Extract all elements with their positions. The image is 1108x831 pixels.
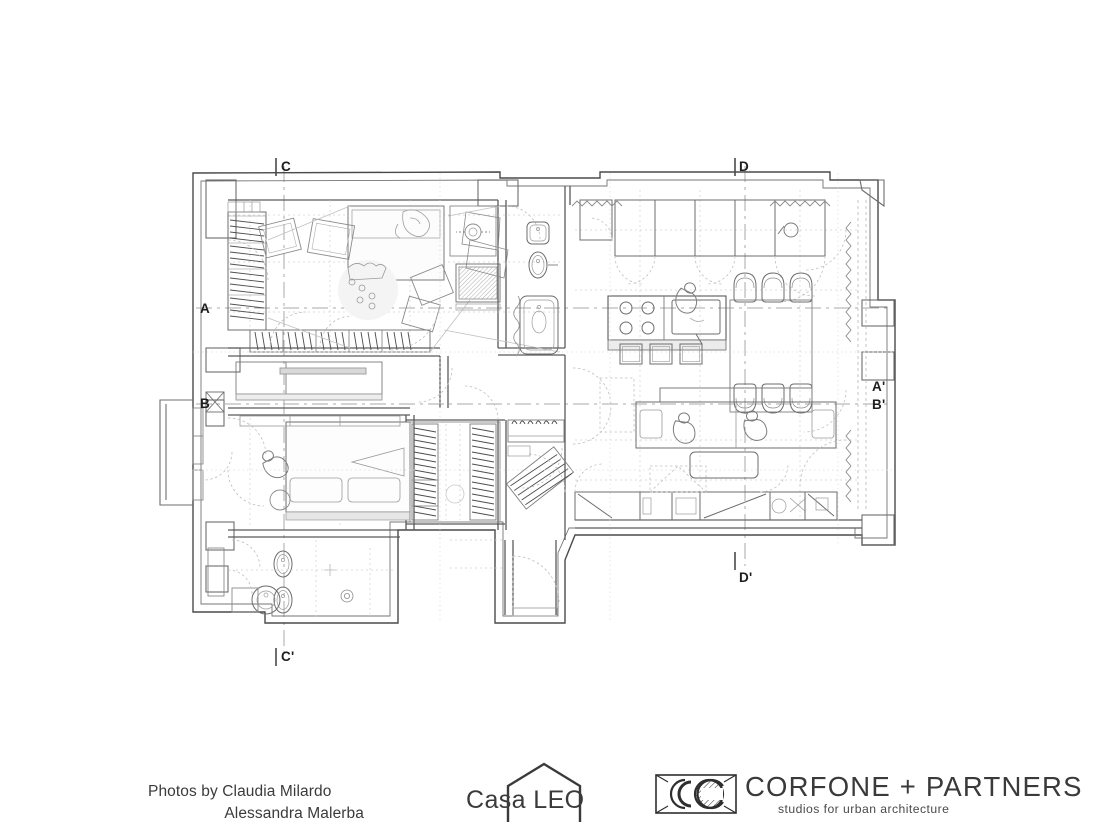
curtain-zigzag-right bbox=[769, 200, 831, 207]
window-mullions-east bbox=[857, 200, 867, 512]
closet-rail-left bbox=[411, 423, 439, 521]
shower-curtain bbox=[513, 295, 521, 357]
living-room bbox=[635, 387, 837, 479]
section-marker-c: C bbox=[281, 159, 291, 174]
toilet-icon-2 bbox=[273, 550, 293, 578]
corfone-partners-logo: CORFONE + PARTNERS studios for urban arc… bbox=[655, 771, 1081, 819]
cooktop-four-burner bbox=[619, 301, 655, 335]
vanity-unit bbox=[231, 587, 259, 613]
sofa-icon bbox=[635, 401, 837, 449]
washbasin-round bbox=[251, 585, 281, 615]
section-marker-b-prime: B' bbox=[872, 397, 886, 412]
round-stool bbox=[269, 489, 291, 511]
coat-rack-zone bbox=[505, 419, 575, 510]
floor-lamp-icon bbox=[777, 222, 799, 238]
wardrobe-lower bbox=[249, 329, 431, 353]
casa-leo-wordmark: Casa LEO bbox=[466, 786, 585, 814]
corfone-partners-tagline: studios for urban architecture bbox=[778, 802, 950, 816]
casa-leo-logo: Casa LEO bbox=[466, 762, 598, 824]
corridor-cabinets bbox=[235, 361, 383, 401]
section-marker-d: D bbox=[739, 159, 749, 174]
washbasin-icon bbox=[526, 221, 550, 245]
room-bathroom-main bbox=[505, 205, 559, 357]
person-at-island bbox=[670, 279, 705, 317]
person-seated-right bbox=[741, 409, 769, 443]
ceiling-lamp-icon bbox=[456, 223, 490, 241]
chair-tilted-4 bbox=[401, 295, 441, 333]
chair-tilted-1 bbox=[258, 217, 302, 259]
wall-node-left bbox=[205, 391, 225, 413]
interior-walls bbox=[228, 186, 862, 615]
sideboard-lower-right bbox=[574, 463, 838, 521]
room-bathroom-secondary bbox=[207, 539, 396, 618]
room-walk-in-closet bbox=[409, 421, 501, 523]
room-master-bedroom bbox=[203, 361, 499, 521]
toilet-icon bbox=[528, 251, 548, 279]
toys-sketch bbox=[347, 262, 387, 310]
coat-hooks bbox=[507, 419, 565, 443]
bathtub-icon bbox=[519, 295, 559, 355]
room-entry-hall bbox=[450, 539, 560, 617]
curtain-zigzag-left bbox=[571, 200, 623, 207]
photo-credit-line-1: Photos by Claudia Milardo bbox=[148, 783, 332, 800]
section-marker-a: A bbox=[200, 301, 210, 316]
curtain-zigzag-east-upper bbox=[845, 221, 852, 343]
door-swings-right-zone bbox=[572, 229, 847, 487]
section-marker-b: B bbox=[200, 396, 210, 411]
room-small-dressing bbox=[449, 205, 501, 311]
corfone-partners-wordmark: CORFONE + PARTNERS bbox=[745, 771, 1083, 802]
kitchen-wall-cabinets bbox=[571, 199, 831, 303]
photo-credits: Photos by Claudia Milardo Alessandra Mal… bbox=[148, 781, 448, 825]
chair-tilted-3 bbox=[410, 264, 454, 306]
section-marker-d-prime: D' bbox=[739, 570, 753, 585]
dining-area bbox=[729, 222, 813, 414]
window-sashes-west bbox=[192, 407, 204, 501]
room-bedroom-child bbox=[227, 201, 561, 353]
section-marker-c-prime: C' bbox=[281, 649, 295, 664]
exterior-wall-offset bbox=[200, 179, 888, 617]
chair-tilted-2 bbox=[306, 218, 356, 260]
grille-panel bbox=[455, 263, 501, 303]
section-axis-lines bbox=[196, 166, 888, 660]
bed-double bbox=[285, 421, 411, 521]
person-seated-left bbox=[670, 411, 699, 445]
kitchen-island bbox=[607, 279, 727, 365]
section-marker-a-prime: A' bbox=[872, 379, 886, 394]
setout-lines bbox=[193, 173, 895, 623]
cc-monogram-icon bbox=[655, 774, 737, 814]
shower-drain-icon bbox=[340, 589, 354, 603]
rug-circular bbox=[338, 260, 398, 320]
photo-credit-line-2: Alessandra Malerba bbox=[224, 805, 364, 822]
dining-chairs-top bbox=[733, 272, 813, 303]
bedding-sketch bbox=[395, 209, 430, 239]
closet-rail-right bbox=[469, 423, 497, 521]
door-swing-arcs bbox=[227, 239, 441, 351]
wardrobe-hanging-rail bbox=[227, 211, 267, 331]
house-outline-icon bbox=[506, 762, 582, 822]
curtain-zigzag-east-lower bbox=[845, 429, 852, 503]
coffee-table bbox=[689, 451, 759, 479]
